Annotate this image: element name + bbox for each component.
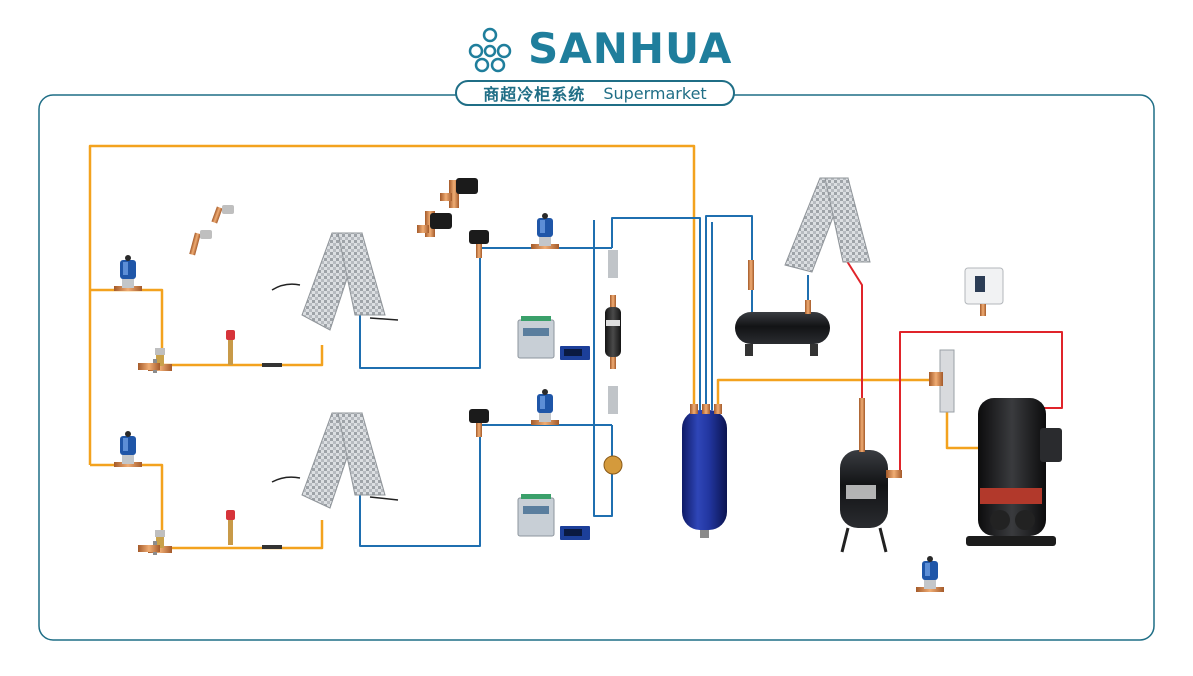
system-frame	[38, 94, 1155, 641]
solenoid-valve-icon	[114, 255, 142, 291]
pressure-switch-icon	[964, 267, 1004, 316]
filter-drier-icon	[605, 295, 621, 369]
solenoid-valve-icon	[531, 389, 559, 425]
discharge-lines	[844, 257, 1063, 470]
brand-logo: SANHUA	[462, 22, 732, 76]
flower-logo-icon	[468, 27, 512, 73]
needle-valve-icon	[189, 205, 234, 256]
ball-valve-icon	[417, 178, 478, 237]
condenser-coil	[784, 177, 871, 273]
system-tagline: 商超冷柜系统 Supermarket	[455, 80, 735, 106]
evaporator-coil-upper	[271, 232, 399, 331]
evaporator-coil-lower	[271, 412, 399, 509]
electronic-controller-icon	[517, 494, 590, 540]
tagline-english: Supermarket	[603, 83, 707, 103]
temperature-sensor-icon	[226, 330, 282, 549]
expansion-valve-icon	[138, 363, 160, 552]
oil-separator-icon	[840, 398, 902, 553]
tee-fitting-icon	[929, 349, 955, 413]
liquid-receiver-icon	[735, 260, 830, 356]
solenoid-valve-icon	[531, 213, 559, 249]
scroll-compressor-icon	[966, 398, 1062, 546]
solenoid-valve-icon	[114, 431, 142, 467]
check-valve-icon	[469, 230, 489, 437]
brand-name: SANHUA	[528, 24, 733, 73]
sight-glass-icon	[603, 250, 623, 475]
tagline-chinese: 商超冷柜系统	[483, 85, 586, 104]
suction-accumulator-icon	[682, 404, 727, 538]
electronic-controller-icon	[517, 316, 590, 360]
solenoid-valve-icon	[916, 556, 944, 592]
